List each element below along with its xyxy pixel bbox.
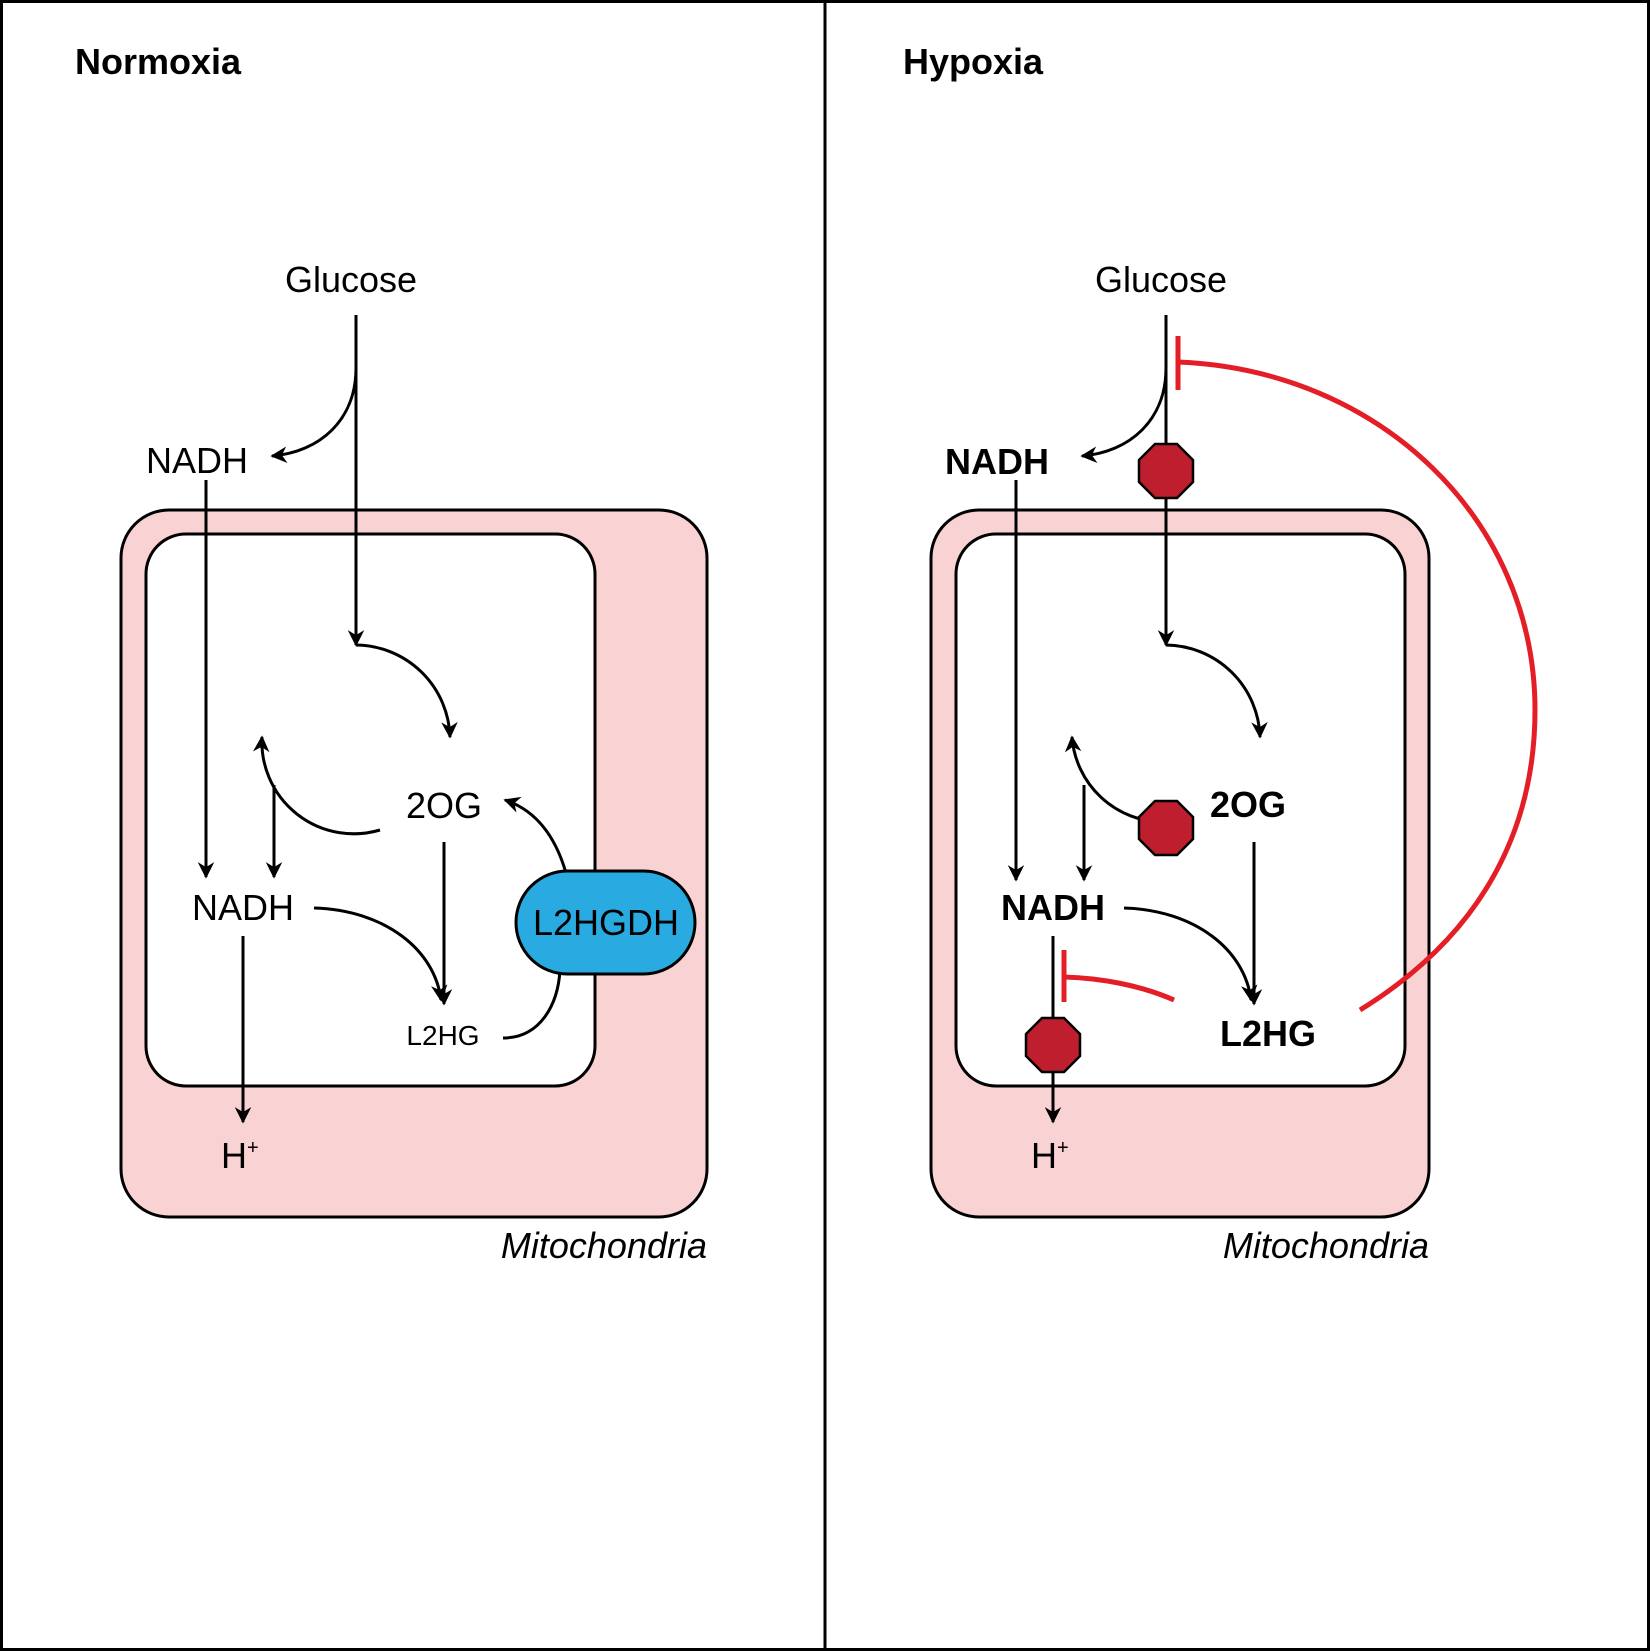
- normoxia-2og-label: 2OG: [406, 785, 482, 826]
- normoxia-nadh-mito-label: NADH: [192, 887, 294, 928]
- normoxia-glucose-label: Glucose: [285, 259, 417, 300]
- normoxia-title: Normoxia: [75, 41, 242, 82]
- hypoxia-tca-arc-right: [1165, 643, 1268, 739]
- hypoxia-nadh-mito-label: NADH: [1001, 887, 1105, 928]
- hypoxia-l2hg-inhibits-glucose-line: [1177, 359, 1538, 1013]
- hypoxia-mito-label: Mitochondria: [1223, 1225, 1429, 1266]
- normoxia-tca-arc-left: [253, 735, 381, 836]
- normoxia-mito-inner: [144, 532, 597, 1088]
- hypoxia-nadh-cyto-label: NADH: [945, 441, 1049, 482]
- l2hgdh-label: L2HGDH: [533, 902, 679, 943]
- normoxia-panel: Normoxia Glucose NADH 2OG NADH L2HG L2HG…: [75, 41, 709, 1266]
- normoxia-nadh-to-l2hg-arrow: [313, 906, 448, 1002]
- normoxia-enzyme-to-2og-arrow: [503, 796, 568, 874]
- hypoxia-glucose-to-nadh-arrow: [1080, 367, 1168, 463]
- normoxia-glucose-to-nadh-arrow: [270, 367, 358, 463]
- hypoxia-glucose-stop-icon: [1137, 442, 1195, 500]
- hypoxia-2og-label: 2OG: [1210, 784, 1286, 825]
- hypoxia-nadh-to-l2hg-arrow: [1123, 906, 1258, 1002]
- hypoxia-h-label: H+: [1031, 1135, 1069, 1176]
- normoxia-nadh-cyto-label: NADH: [146, 440, 248, 481]
- normoxia-l2hg-to-enzyme-line: [502, 969, 562, 1040]
- hypoxia-l2hg-label: L2HG: [1220, 1013, 1316, 1054]
- hypoxia-tca-stop-icon: [1137, 799, 1195, 857]
- l2hgdh-enzyme: [514, 869, 697, 976]
- normoxia-h-label: H+: [221, 1135, 259, 1176]
- hypoxia-panel: Hypoxia Glucose NADH 2OG NADH L2HG: [903, 41, 1538, 1266]
- normoxia-mito-label: Mitochondria: [501, 1225, 707, 1266]
- hypoxia-glucose-label: Glucose: [1095, 259, 1227, 300]
- normoxia-tca-arc-right: [355, 643, 458, 739]
- normoxia-l2hg-label: L2HG: [406, 1020, 479, 1051]
- hypoxia-title: Hypoxia: [903, 41, 1044, 82]
- hypoxia-proton-stop-icon: [1024, 1016, 1082, 1074]
- hypoxia-l2hg-inhibits-nadh-line: [1063, 974, 1176, 1003]
